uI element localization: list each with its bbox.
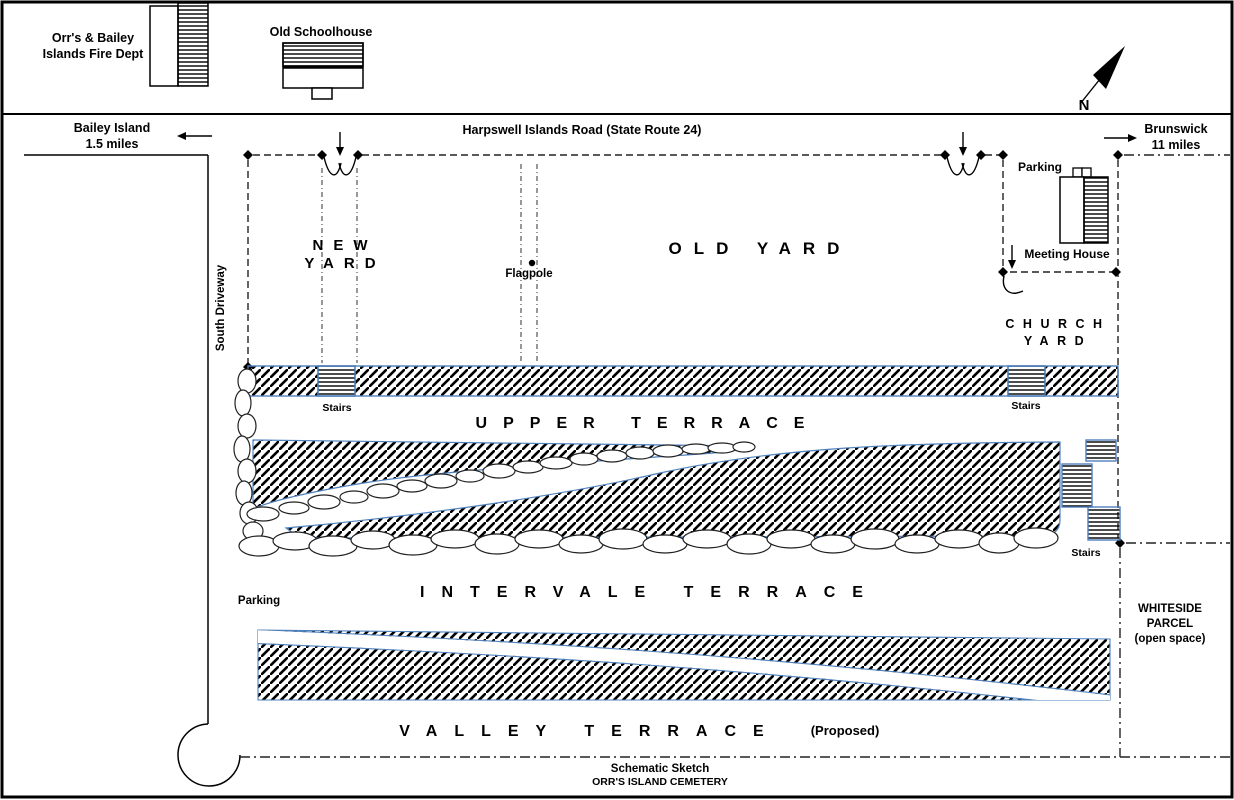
yard-paths — [321, 164, 538, 363]
lower-slope-band — [284, 441, 1061, 539]
east-dest-label: Brunswick — [1144, 122, 1207, 136]
flagpole-label: Flagpole — [505, 268, 552, 280]
fire-dept-building: Orr's & Bailey Islands Fire Dept — [43, 2, 209, 87]
parking-north-label: Parking — [1018, 160, 1062, 174]
southeast-stairs-label: Stairs — [1071, 547, 1100, 559]
church-yard-gate-icon — [1002, 245, 1024, 294]
church-yard-label-2: YARD — [1024, 334, 1092, 348]
flagpole-dot — [528, 259, 536, 267]
schoolhouse-label: Old Schoolhouse — [270, 25, 373, 39]
west-stairs — [317, 365, 356, 397]
north-arrow-head — [1093, 46, 1125, 89]
east-arrow-icon — [1104, 134, 1137, 142]
whiteside-label-2: PARCEL — [1147, 618, 1193, 630]
cemetery-boundary — [240, 154, 1230, 758]
old-yard-gate-icon — [946, 132, 980, 176]
old-yard-label: OLD YARD — [669, 239, 852, 258]
west-dest-label: Bailey Island — [74, 121, 150, 135]
meeting-house-label: Meeting House — [1024, 247, 1110, 261]
valley-slope-band — [257, 629, 1111, 701]
new-yard-label-1: NEW — [313, 237, 378, 254]
south-driveway: South Driveway — [177, 155, 241, 787]
caption-line-2: ORR'S ISLAND CEMETERY — [592, 776, 728, 788]
southeast-stairs: Stairs — [1061, 439, 1121, 559]
east-dist-label: 11 miles — [1152, 138, 1201, 152]
harpswell-islands-road: Harpswell Islands Road (State Route 24) … — [2, 113, 1232, 156]
new-yard-gate-icon — [323, 132, 357, 176]
meeting-house-building: Parking Meeting House — [1018, 160, 1110, 261]
west-dist-label: 1.5 miles — [86, 137, 139, 151]
intervale-terrace-label: INTERVALE TERRACE — [420, 584, 880, 601]
lower-boulder-wall — [238, 527, 1059, 557]
north-arrow: N — [1079, 46, 1125, 114]
whiteside-label-1: WHITESIDE — [1138, 603, 1202, 615]
mid-boulder-wall — [246, 441, 756, 522]
caption-line-1: Schematic Sketch — [611, 763, 709, 775]
new-yard-label-2: YARD — [304, 255, 385, 272]
east-stairs — [1007, 365, 1046, 397]
east-stairs-label: Stairs — [1011, 400, 1040, 412]
valley-terrace-label: VALLEY TERRACE — [399, 723, 780, 740]
compass-label: N — [1079, 97, 1090, 114]
west-stairs-label: Stairs — [322, 402, 351, 414]
parking-south-label: Parking — [238, 595, 280, 607]
valley-proposed-label: (Proposed) — [811, 723, 880, 738]
upper-terrace-wall: Stairs Stairs — [247, 365, 1119, 414]
fire-dept-label-1: Orr's & Bailey — [52, 31, 134, 45]
road-name-label: Harpswell Islands Road (State Route 24) — [463, 123, 702, 137]
whiteside-label-3: (open space) — [1135, 633, 1206, 645]
turnaround-loop — [177, 723, 241, 787]
old-schoolhouse-building: Old Schoolhouse — [270, 25, 373, 100]
church-yard-label-1: CHURCH — [1005, 317, 1110, 331]
upper-terrace-label: UPPER TERRACE — [476, 415, 821, 432]
west-arrow-icon — [177, 132, 212, 140]
fire-dept-label-2: Islands Fire Dept — [43, 47, 145, 61]
south-driveway-label: South Driveway — [215, 264, 227, 351]
